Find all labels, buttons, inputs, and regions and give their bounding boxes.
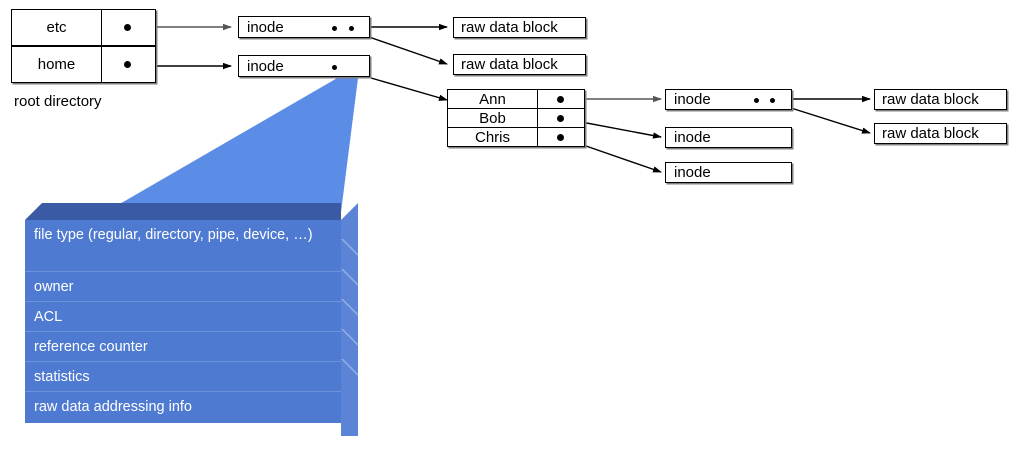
pointer-dot-icon [557,115,564,122]
home-dir-name-ann: Ann [447,89,538,109]
inode-detail-callout: file type (regular, directory, pipe, dev… [20,203,358,453]
inode-label: inode [247,57,284,75]
inode-label: inode [674,91,711,108]
raw-data-block-label: raw data block [461,19,558,36]
inode-field-acl: ACL [25,302,341,332]
root-dir-entry-label: home [37,56,76,73]
home-dir-pointer-ann [537,89,585,109]
inode-detail-rows: file type (regular, directory, pipe, dev… [25,220,341,423]
inode-label: inode [247,18,284,36]
inode-box-home: inode [238,55,370,77]
raw-data-block: raw data block [874,123,1007,144]
home-dir-name-bob: Bob [447,108,538,128]
inode-detail-top-face [25,203,341,220]
pointer-dot-icon [754,98,759,103]
root-dir-name-home: home [11,46,102,83]
inode-box-etc: inode [238,16,370,38]
root-directory-caption: root directory [14,93,102,110]
pointer-dot-icon [557,134,564,141]
inode-label: inode [674,164,711,181]
inode-detail-right-face [341,203,358,436]
home-dir-entry-label: Ann [479,90,506,108]
raw-data-block: raw data block [453,54,586,75]
inode-field-raw-data-addressing: raw data addressing info [25,392,341,423]
pointer-dot-icon [349,26,354,31]
inode-field-reference-counter: reference counter [25,332,341,362]
root-dir-pointer-etc [101,9,156,46]
inode-field-owner: owner [25,272,341,302]
root-dir-entry-label: etc [46,19,67,36]
raw-data-block-label: raw data block [882,125,979,142]
inode-box-bob: inode [665,127,792,148]
raw-data-block-label: raw data block [461,56,558,73]
home-dir-name-chris: Chris [447,127,538,147]
home-dir-entry-label: Bob [479,109,506,127]
raw-data-block: raw data block [453,17,586,38]
home-dir-entry-label: Chris [474,128,510,146]
pointer-dot-icon [332,26,337,31]
home-dir-pointer-chris [537,127,585,147]
raw-data-block-label: raw data block [882,91,979,108]
pointer-dot-icon [124,24,131,31]
pointer-dot-icon [124,61,131,68]
pointer-dot-icon [557,96,564,103]
pointer-dot-icon [332,65,337,70]
inode-field-statistics: statistics [25,362,341,392]
inode-box-chris: inode [665,162,792,183]
root-dir-name-etc: etc [11,9,102,46]
home-dir-pointer-bob [537,108,585,128]
raw-data-block: raw data block [874,89,1007,110]
pointer-dot-icon [770,98,775,103]
inode-box-ann: inode [665,89,792,110]
inode-field-file-type: file type (regular, directory, pipe, dev… [25,220,341,272]
inode-label: inode [674,129,711,146]
root-dir-pointer-home [101,46,156,83]
